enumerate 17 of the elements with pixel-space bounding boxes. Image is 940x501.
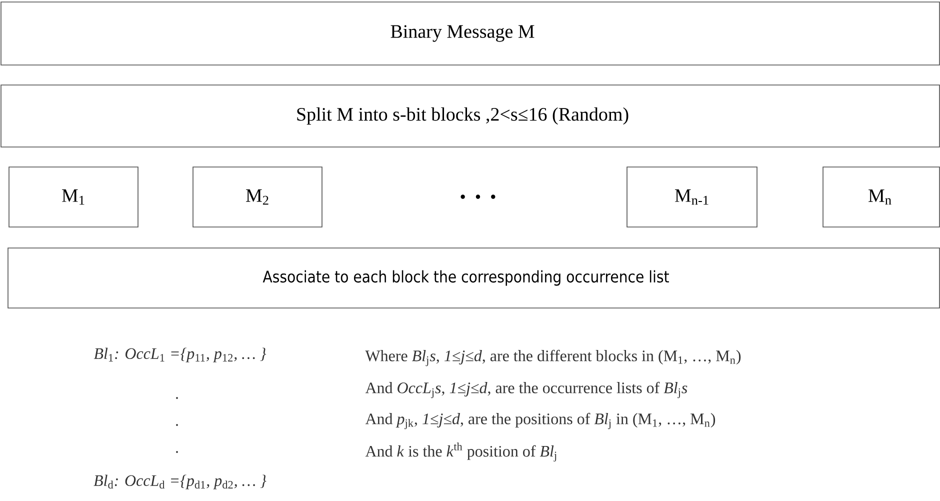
formula-text: Bl$_{1}$: OccL$_{1}$ ={p$_{11}$, p$_{12}$, … } — [94, 348, 266, 362]
note-text: And OccL$_{j}$s, 1≤j≤d, are the occurrence lists of Bl$_{j}$s — [365, 382, 688, 398]
note-text: And k is the k$^{th}$ position of Bl$_{j}$ — [365, 442, 556, 462]
ellipsis: . — [176, 397, 178, 399]
process-box: Associate to each block the corresponding occurrence list — [8, 248, 940, 308]
ellipsis: · · · — [460, 194, 496, 199]
process-box: M$_{2}$ — [192, 166, 322, 228]
note-text: Where Bl$_{j}$s, 1≤j≤d, are the different blocks in (M$_{1}$, …, M$_{n}$) — [365, 350, 741, 366]
process-box: Binary Message M — [0, 2, 940, 66]
formula-text: Bl$_{d}$: OccL$_{d}$ ={p$_{d1}$, p$_{d2}$, … } — [94, 474, 266, 490]
process-box: M$_{n-1}$ — [626, 166, 758, 228]
process-box: M$_{n}$ — [822, 166, 940, 228]
process-box: Split M into s-bit blocks ,2<s≤16 (Random) — [0, 84, 940, 148]
process-box: M$_{1}$ — [8, 166, 138, 228]
ellipsis: . — [176, 424, 178, 426]
note-text: And p$_{jk}$, 1≤j≤d, are the positions of Bl$_{j}$ in (M$_{1}$, …, M$_{n}$) — [365, 412, 716, 430]
ellipsis: . — [176, 451, 178, 453]
